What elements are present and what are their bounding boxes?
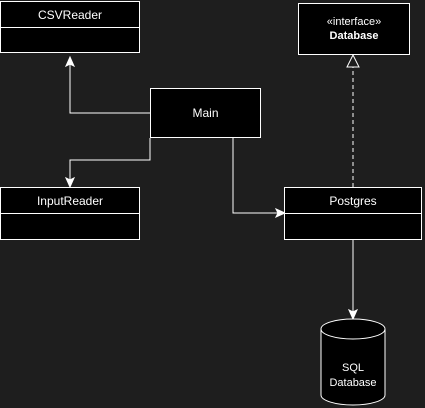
- class-csvreader[interactable]: CSVReader: [0, 1, 140, 53]
- interface-name: Database: [329, 30, 379, 42]
- edge-main-to-postgres: [232, 138, 280, 214]
- sql-database-line2: Database: [329, 377, 377, 389]
- class-inputreader[interactable]: InputReader: [0, 187, 140, 240]
- class-inputreader-title: InputReader: [1, 188, 139, 214]
- database-cylinder-icon: [320, 318, 386, 406]
- class-postgres-title: Postgres: [285, 188, 421, 214]
- interface-database[interactable]: «interface» Database: [298, 3, 410, 55]
- arrowhead-sql-database: [347, 308, 359, 321]
- class-main-label: Main: [192, 106, 219, 120]
- class-postgres[interactable]: Postgres: [284, 187, 422, 240]
- edge-main-to-inputreader: [69, 138, 151, 183]
- arrowhead-csvreader: [64, 55, 76, 68]
- edge-main-to-csvreader: [69, 60, 150, 114]
- interface-stereotype: «interface»: [326, 16, 382, 28]
- class-main[interactable]: Main: [150, 88, 261, 138]
- sql-database-line1: SQL: [341, 362, 364, 374]
- arrowhead-inputreader: [64, 176, 76, 189]
- arrowhead-postgres: [274, 207, 287, 219]
- realization-triangle: [346, 53, 360, 68]
- class-csvreader-title: CSVReader: [1, 2, 139, 28]
- sql-database[interactable]: SQL Database: [321, 319, 385, 405]
